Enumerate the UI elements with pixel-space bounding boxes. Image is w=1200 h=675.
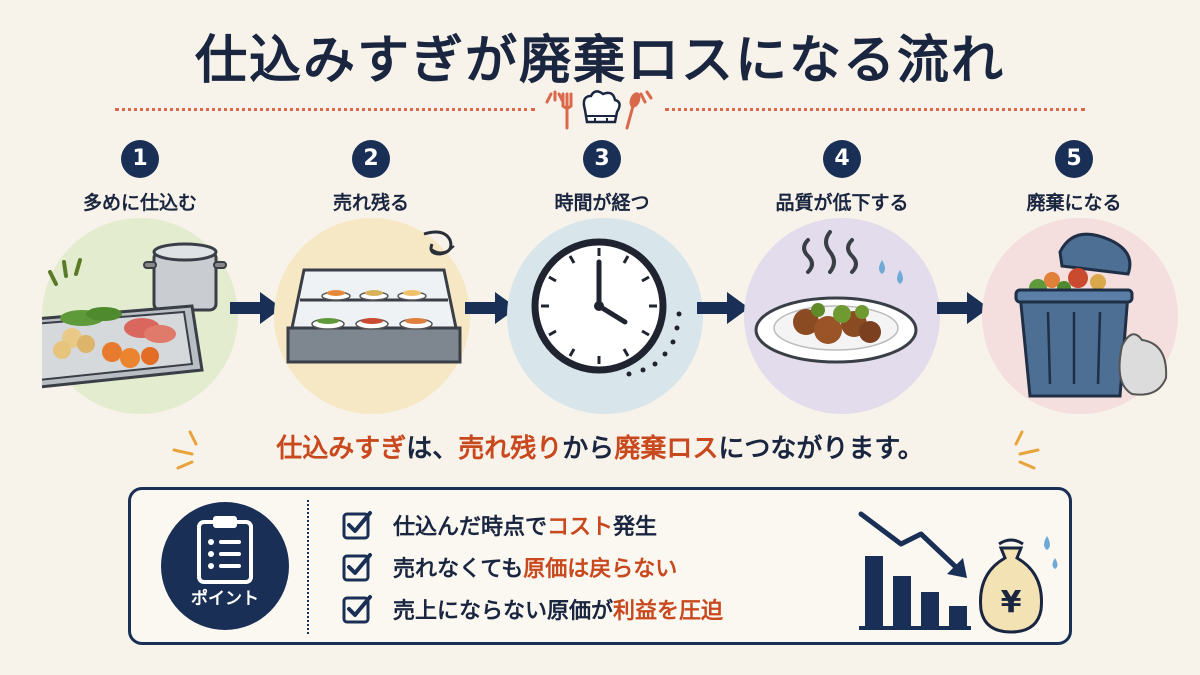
food-tray-and-pot-icon	[20, 218, 238, 414]
point-item-highlight: コスト	[547, 515, 614, 540]
summary-text-part: から	[562, 434, 615, 464]
summary-highlight: 売れ残り	[458, 434, 563, 464]
step-1: 1 多めに仕込む	[40, 140, 240, 215]
summary-highlight: 廃棄ロス	[614, 434, 719, 464]
point-item-text: 仕込んだ時点で	[393, 515, 548, 540]
step-label: 多めに仕込む	[82, 192, 197, 214]
step-5: 5 廃棄になる	[974, 140, 1174, 215]
point-item-highlight: 原価は戻らない	[523, 557, 678, 582]
point-label: ポイント	[191, 589, 259, 609]
clipboard-icon	[197, 516, 253, 584]
trash-can-icon	[982, 218, 1178, 414]
display-case-icon	[274, 218, 470, 414]
step-number-badge: 1	[121, 140, 159, 178]
checkbox-checked-icon	[342, 595, 372, 624]
step-number-badge: 4	[823, 140, 861, 178]
step-2: 2 売れ残る	[271, 140, 471, 215]
summary-text-part: につながります。	[718, 434, 924, 464]
step-number-badge: 5	[1055, 140, 1093, 178]
step-number-badge: 2	[352, 140, 390, 178]
emphasis-spark-icon	[1014, 430, 1040, 470]
step-label: 廃棄になる	[1026, 192, 1122, 214]
clock-icon	[507, 218, 703, 414]
spoiled-dish-icon	[744, 218, 940, 414]
kitchen-utensils-icon	[545, 90, 653, 130]
point-list: 仕込んだ時点でコスト発生 売れなくても原価は戻らない 売上にならない原価が利益を…	[341, 504, 723, 630]
point-item-highlight: 利益を圧迫	[613, 599, 724, 624]
arrow-right-icon	[230, 292, 282, 324]
divider-right	[665, 108, 1085, 111]
summary-highlight: 仕込みすぎ	[276, 434, 407, 464]
svg-text:¥: ¥	[1001, 585, 1022, 620]
point-box: ポイント 仕込んだ時点でコスト発生 売れなくても原価は戻らない 売上にならない原…	[128, 487, 1072, 645]
point-badge: ポイント	[161, 502, 289, 630]
step-label: 品質が低下する	[775, 192, 909, 214]
point-divider	[307, 500, 309, 634]
arrow-right-icon	[697, 292, 749, 324]
step-number-badge: 3	[583, 140, 621, 178]
step-3: 3 時間が経つ	[502, 140, 702, 215]
point-item-text: 発生	[613, 515, 658, 540]
step-4: 4 品質が低下する	[742, 140, 942, 215]
arrow-right-icon	[937, 292, 989, 324]
point-item-text: 売上にならない原価が	[393, 599, 614, 624]
checkbox-checked-icon	[342, 511, 372, 540]
summary-text: 仕込みすぎは、売れ残りから廃棄ロスにつながります。	[0, 428, 1200, 465]
summary-text-part: は、	[406, 434, 459, 464]
point-item: 売上にならない原価が利益を圧迫	[341, 588, 723, 630]
step-label: 時間が経つ	[554, 192, 650, 214]
declining-profit-money-bag-icon: ¥	[858, 511, 1058, 634]
emphasis-spark-icon	[172, 430, 198, 470]
divider-left	[115, 108, 535, 111]
arrow-right-icon	[465, 292, 517, 324]
point-item: 仕込んだ時点でコスト発生	[341, 504, 723, 546]
point-item: 売れなくても原価は戻らない	[341, 546, 723, 588]
step-label: 売れ残る	[332, 192, 409, 214]
checkbox-checked-icon	[342, 553, 372, 582]
page-title: 仕込みすぎが廃棄ロスになる流れ	[194, 31, 1005, 91]
point-item-text: 売れなくても	[393, 557, 524, 582]
